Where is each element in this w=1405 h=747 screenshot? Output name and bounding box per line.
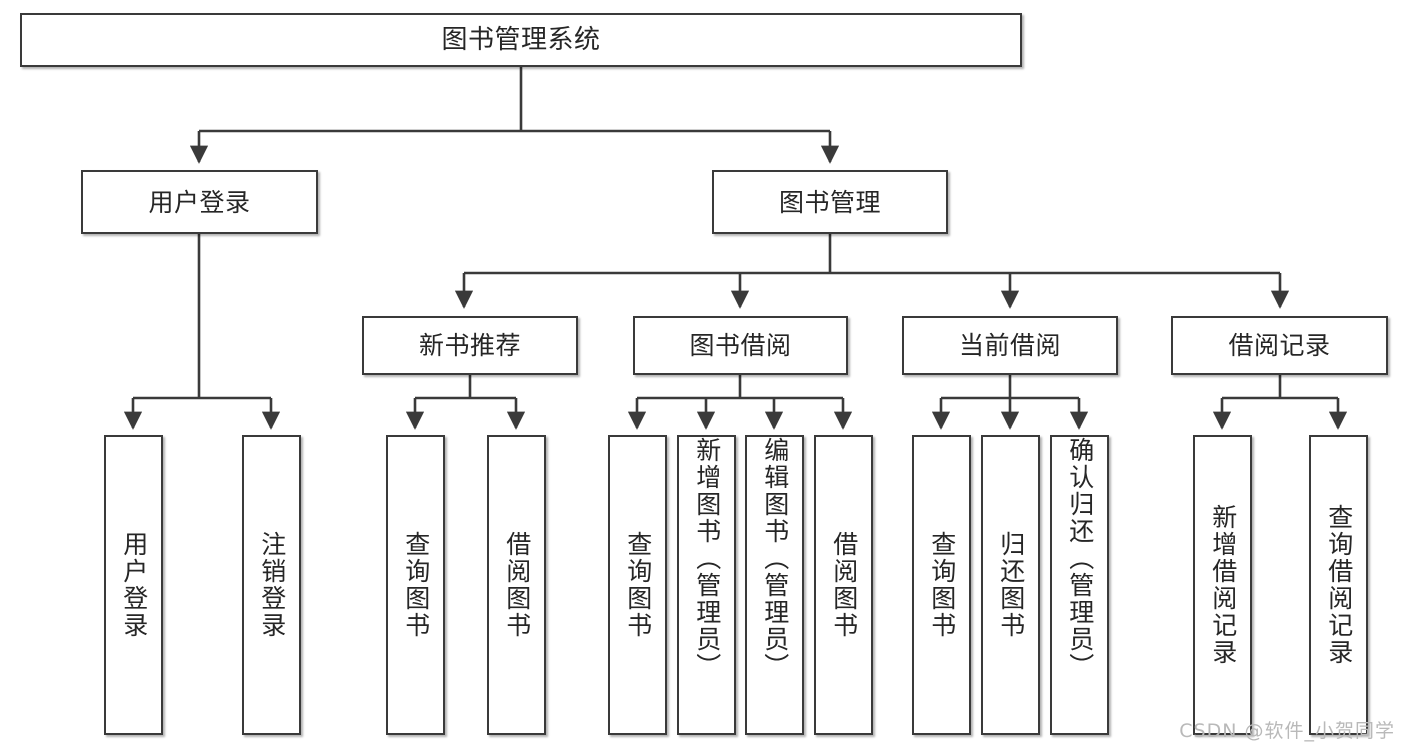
leaf-user-login[interactable]: 用户登录 [104,435,163,735]
node-label: 确认归还（管理员） [1065,437,1095,680]
node-label: 用户登录 [148,187,251,217]
node-user-login[interactable]: 用户登录 [81,170,318,234]
leaf-query-book-current[interactable]: 查询图书 [912,435,971,735]
leaf-return-book[interactable]: 归还图书 [981,435,1040,735]
node-label: 借阅图书 [829,531,859,639]
node-borrow-record[interactable]: 借阅记录 [1171,316,1388,375]
node-book-management[interactable]: 图书管理 [712,170,948,234]
leaf-borrow-book-borrow[interactable]: 借阅图书 [814,435,873,735]
node-label: 查询图书 [927,531,957,639]
node-label: 借阅记录 [1228,331,1331,360]
node-label: 新增借阅记录 [1208,504,1238,666]
leaf-add-borrow-record[interactable]: 新增借阅记录 [1193,435,1252,735]
node-label: 查询借阅记录 [1324,504,1354,666]
node-book-borrow[interactable]: 图书借阅 [633,316,848,375]
node-label: 借阅图书 [502,531,532,639]
node-label: 图书借阅 [689,331,792,360]
node-current-borrow[interactable]: 当前借阅 [902,316,1118,375]
leaf-query-book-borrow[interactable]: 查询图书 [608,435,667,735]
node-label: 编辑图书（管理员） [760,437,790,680]
leaf-edit-book-admin[interactable]: 编辑图书（管理员） [745,435,804,735]
node-label: 查询图书 [401,531,431,639]
node-label: 注销登录 [257,531,287,639]
node-label: 新增图书（管理员） [692,437,722,680]
node-label: 归还图书 [996,531,1026,639]
leaf-query-book-recommend[interactable]: 查询图书 [386,435,445,735]
node-label: 图书管理 [778,187,881,217]
leaf-logout-login[interactable]: 注销登录 [242,435,301,735]
leaf-borrow-book-recommend[interactable]: 借阅图书 [487,435,546,735]
node-label: 查询图书 [623,531,653,639]
leaf-query-borrow-record[interactable]: 查询借阅记录 [1309,435,1368,735]
node-new-book-recommend[interactable]: 新书推荐 [362,316,578,375]
node-label: 新书推荐 [418,331,521,360]
leaf-confirm-return-admin[interactable]: 确认归还（管理员） [1050,435,1109,735]
leaf-add-book-admin[interactable]: 新增图书（管理员） [677,435,736,735]
node-label: 用户登录 [119,531,149,639]
node-label: 当前借阅 [958,331,1061,360]
node-root-book-management-system[interactable]: 图书管理系统 [20,13,1022,67]
node-label: 图书管理系统 [441,24,601,55]
